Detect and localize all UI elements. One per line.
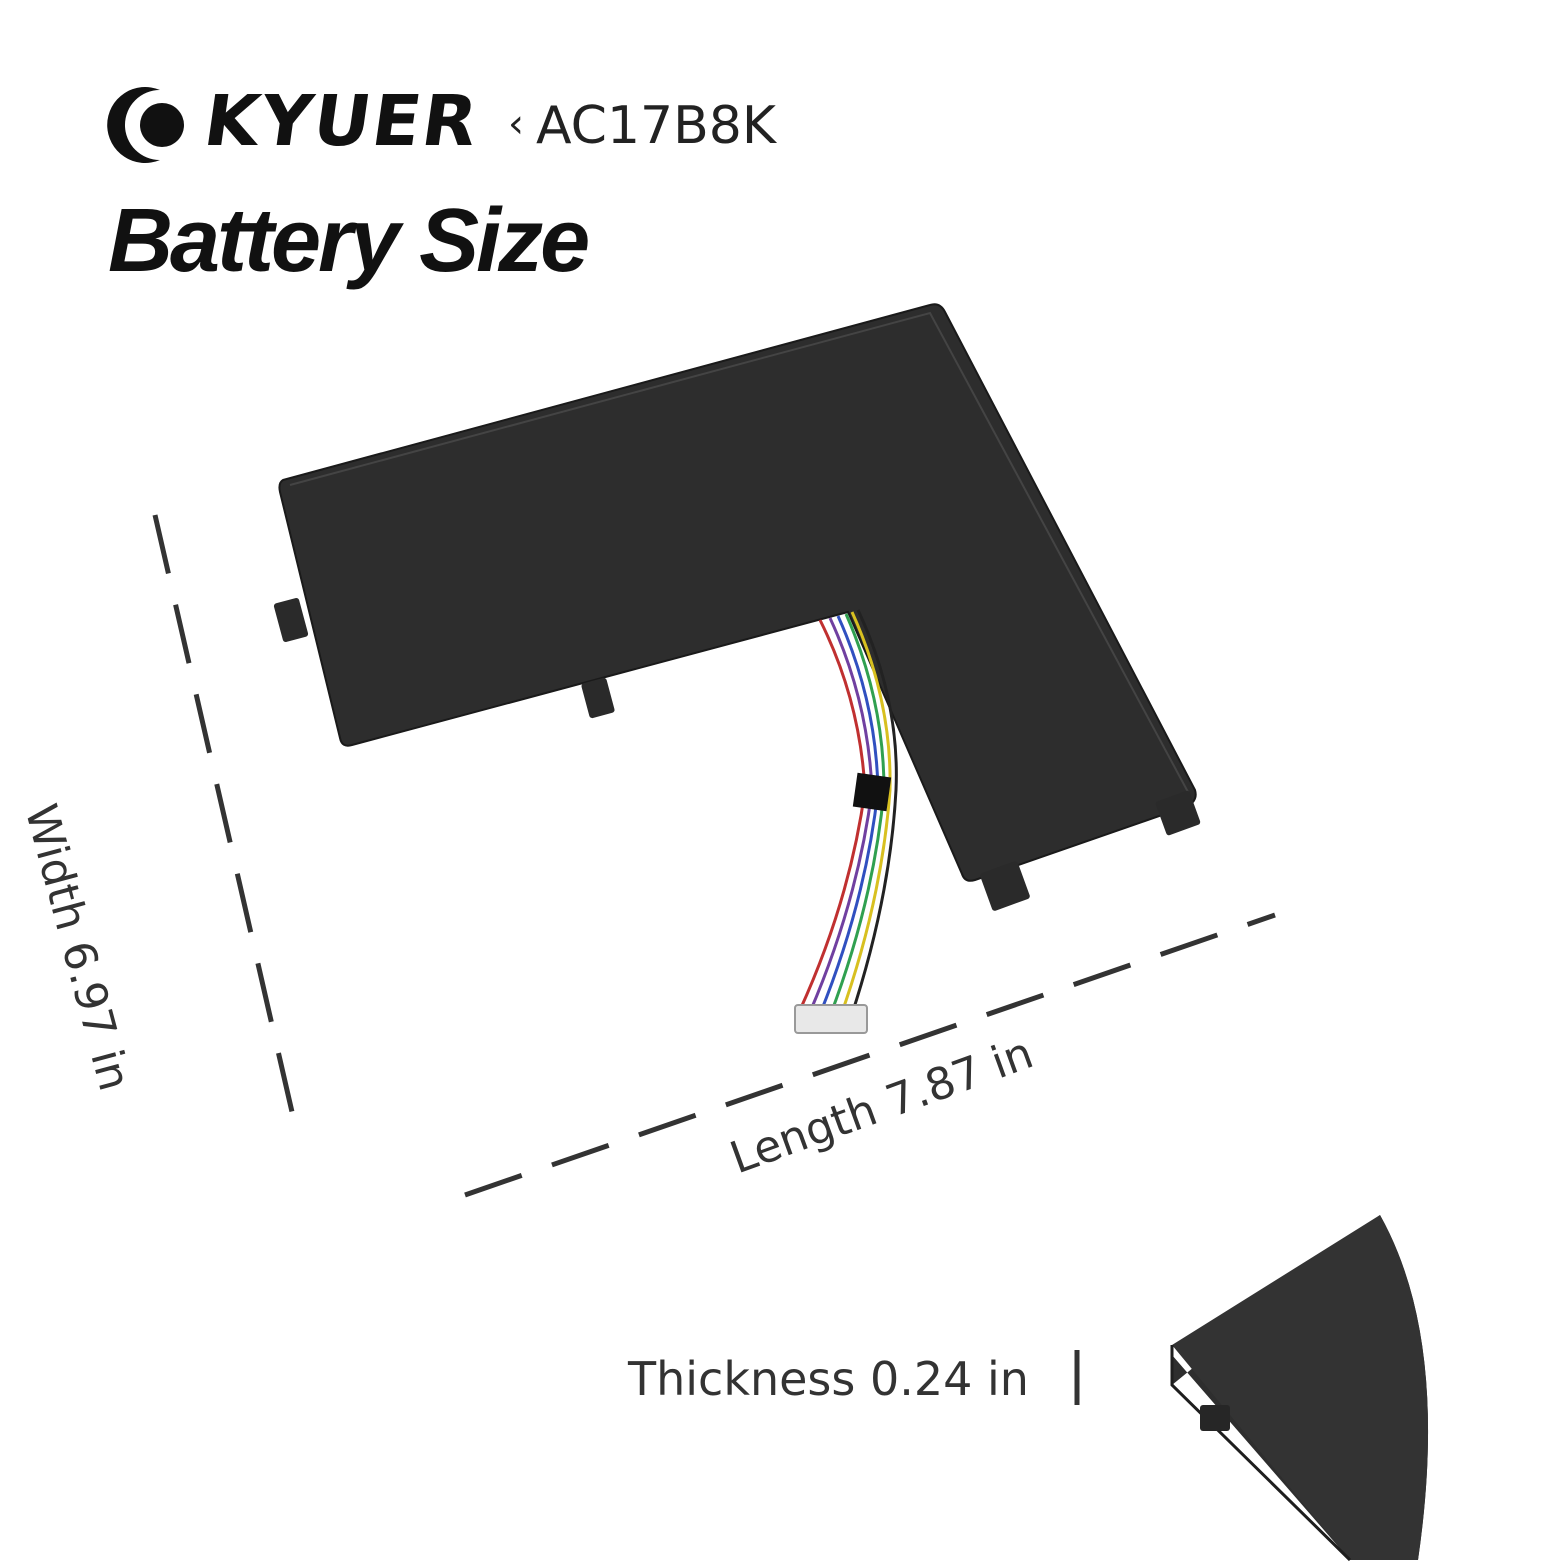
length-dimension-line	[464, 912, 1276, 1198]
battery-pack	[273, 303, 1201, 911]
thickness-detail-view	[1170, 1215, 1429, 1562]
brand-logo-icon	[107, 87, 184, 163]
brand-separator: ‹	[508, 101, 524, 147]
header: KYUER ‹ AC17B8K Battery Size	[0, 0, 1568, 320]
thickness-label: Thickness 0.24 in	[628, 1352, 1029, 1406]
page-title: Battery Size	[108, 191, 590, 291]
battery-cable	[794, 609, 898, 1034]
model-number: AC17B8K	[536, 96, 776, 156]
width-dimension-line	[152, 514, 298, 1126]
